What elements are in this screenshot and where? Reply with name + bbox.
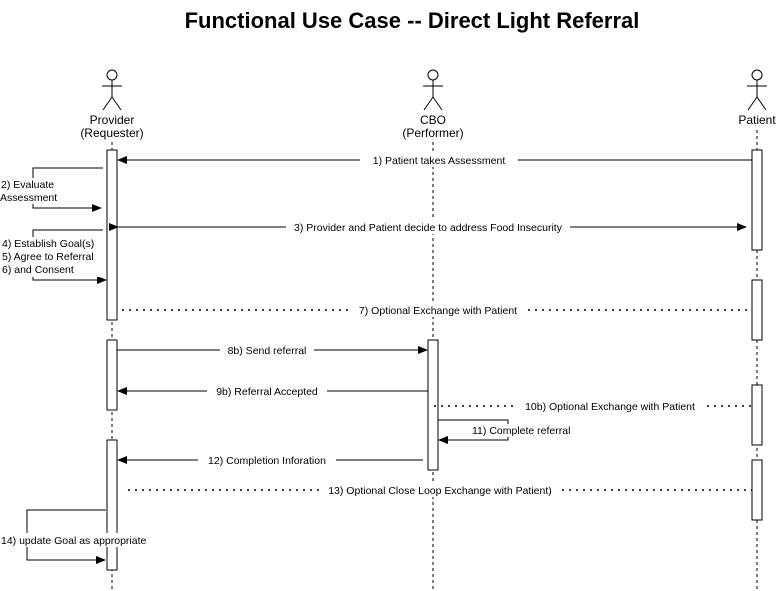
actor-provider: Provider (Requester) xyxy=(80,69,144,140)
activation-patient-2 xyxy=(751,279,763,341)
message-7-label: 7) Optional Exchange with Patient xyxy=(359,305,517,317)
message-7: 7) Optional Exchange with Patient xyxy=(122,303,752,317)
message-12: 12) Completion Inforation xyxy=(117,453,423,467)
message-3-label: 3) Provider and Patient decide to addres… xyxy=(294,222,563,234)
activation-cbo-1 xyxy=(427,339,439,471)
message-1: 1) Patient takes Assessment xyxy=(117,153,752,167)
activation-provider-2 xyxy=(106,339,118,411)
diagram-title: Functional Use Case -- Direct Light Refe… xyxy=(185,8,640,33)
provider-name: Provider xyxy=(90,113,135,127)
message-3: 3) Provider and Patient decide to addres… xyxy=(109,220,747,234)
message-2-label-line2: Assessment xyxy=(0,192,57,204)
message-12-label: 12) Completion Inforation xyxy=(208,455,326,467)
message-14: 14) update Goal as appropriate xyxy=(0,509,156,564)
message-2: 2) Evaluate Assessment xyxy=(0,167,103,212)
patient-name: Patient xyxy=(738,113,776,127)
message-10b-label: 10b) Optional Exchange with Patient xyxy=(525,401,695,413)
activation-patient-1 xyxy=(751,149,763,251)
cbo-stick-figure-icon xyxy=(423,69,443,111)
message-4-6: 4) Establish Goal(s) 5) Agree to Referra… xyxy=(0,229,107,284)
message-14-label: 14) update Goal as appropriate xyxy=(1,535,147,547)
message-9b: 9b) Referral Accepted xyxy=(117,384,428,398)
message-8b-label: 8b) Send referral xyxy=(228,345,307,357)
actor-patient: Patient xyxy=(738,69,776,127)
message-4-label: 4) Establish Goal(s) xyxy=(2,238,94,250)
message-13: 13) Optional Close Loop Exchange with Pa… xyxy=(128,483,752,497)
activation-provider-1 xyxy=(106,149,118,321)
message-1-label: 1) Patient takes Assessment xyxy=(373,155,506,167)
message-6-label: 6) and Consent xyxy=(2,264,74,276)
message-11: 11) Complete referral xyxy=(438,419,576,444)
activation-patient-3 xyxy=(751,384,763,446)
message-13-label: 13) Optional Close Loop Exchange with Pa… xyxy=(328,485,552,497)
cbo-role: (Performer) xyxy=(402,126,463,140)
message-5-label: 5) Agree to Referral xyxy=(2,251,94,263)
provider-stick-figure-icon xyxy=(102,69,122,111)
message-2-label-line1: 2) Evaluate xyxy=(1,179,54,191)
activation-provider-3 xyxy=(106,439,118,571)
activation-patient-4 xyxy=(751,459,763,521)
message-8b: 8b) Send referral xyxy=(117,343,428,357)
message-9b-label: 9b) Referral Accepted xyxy=(216,386,318,398)
patient-stick-figure-icon xyxy=(747,69,767,111)
actor-cbo: CBO (Performer) xyxy=(402,69,464,140)
message-10b: 10b) Optional Exchange with Patient xyxy=(434,399,752,413)
message-11-label: 11) Complete referral xyxy=(472,425,570,437)
provider-role: (Requester) xyxy=(80,126,143,140)
cbo-name: CBO xyxy=(420,113,446,127)
